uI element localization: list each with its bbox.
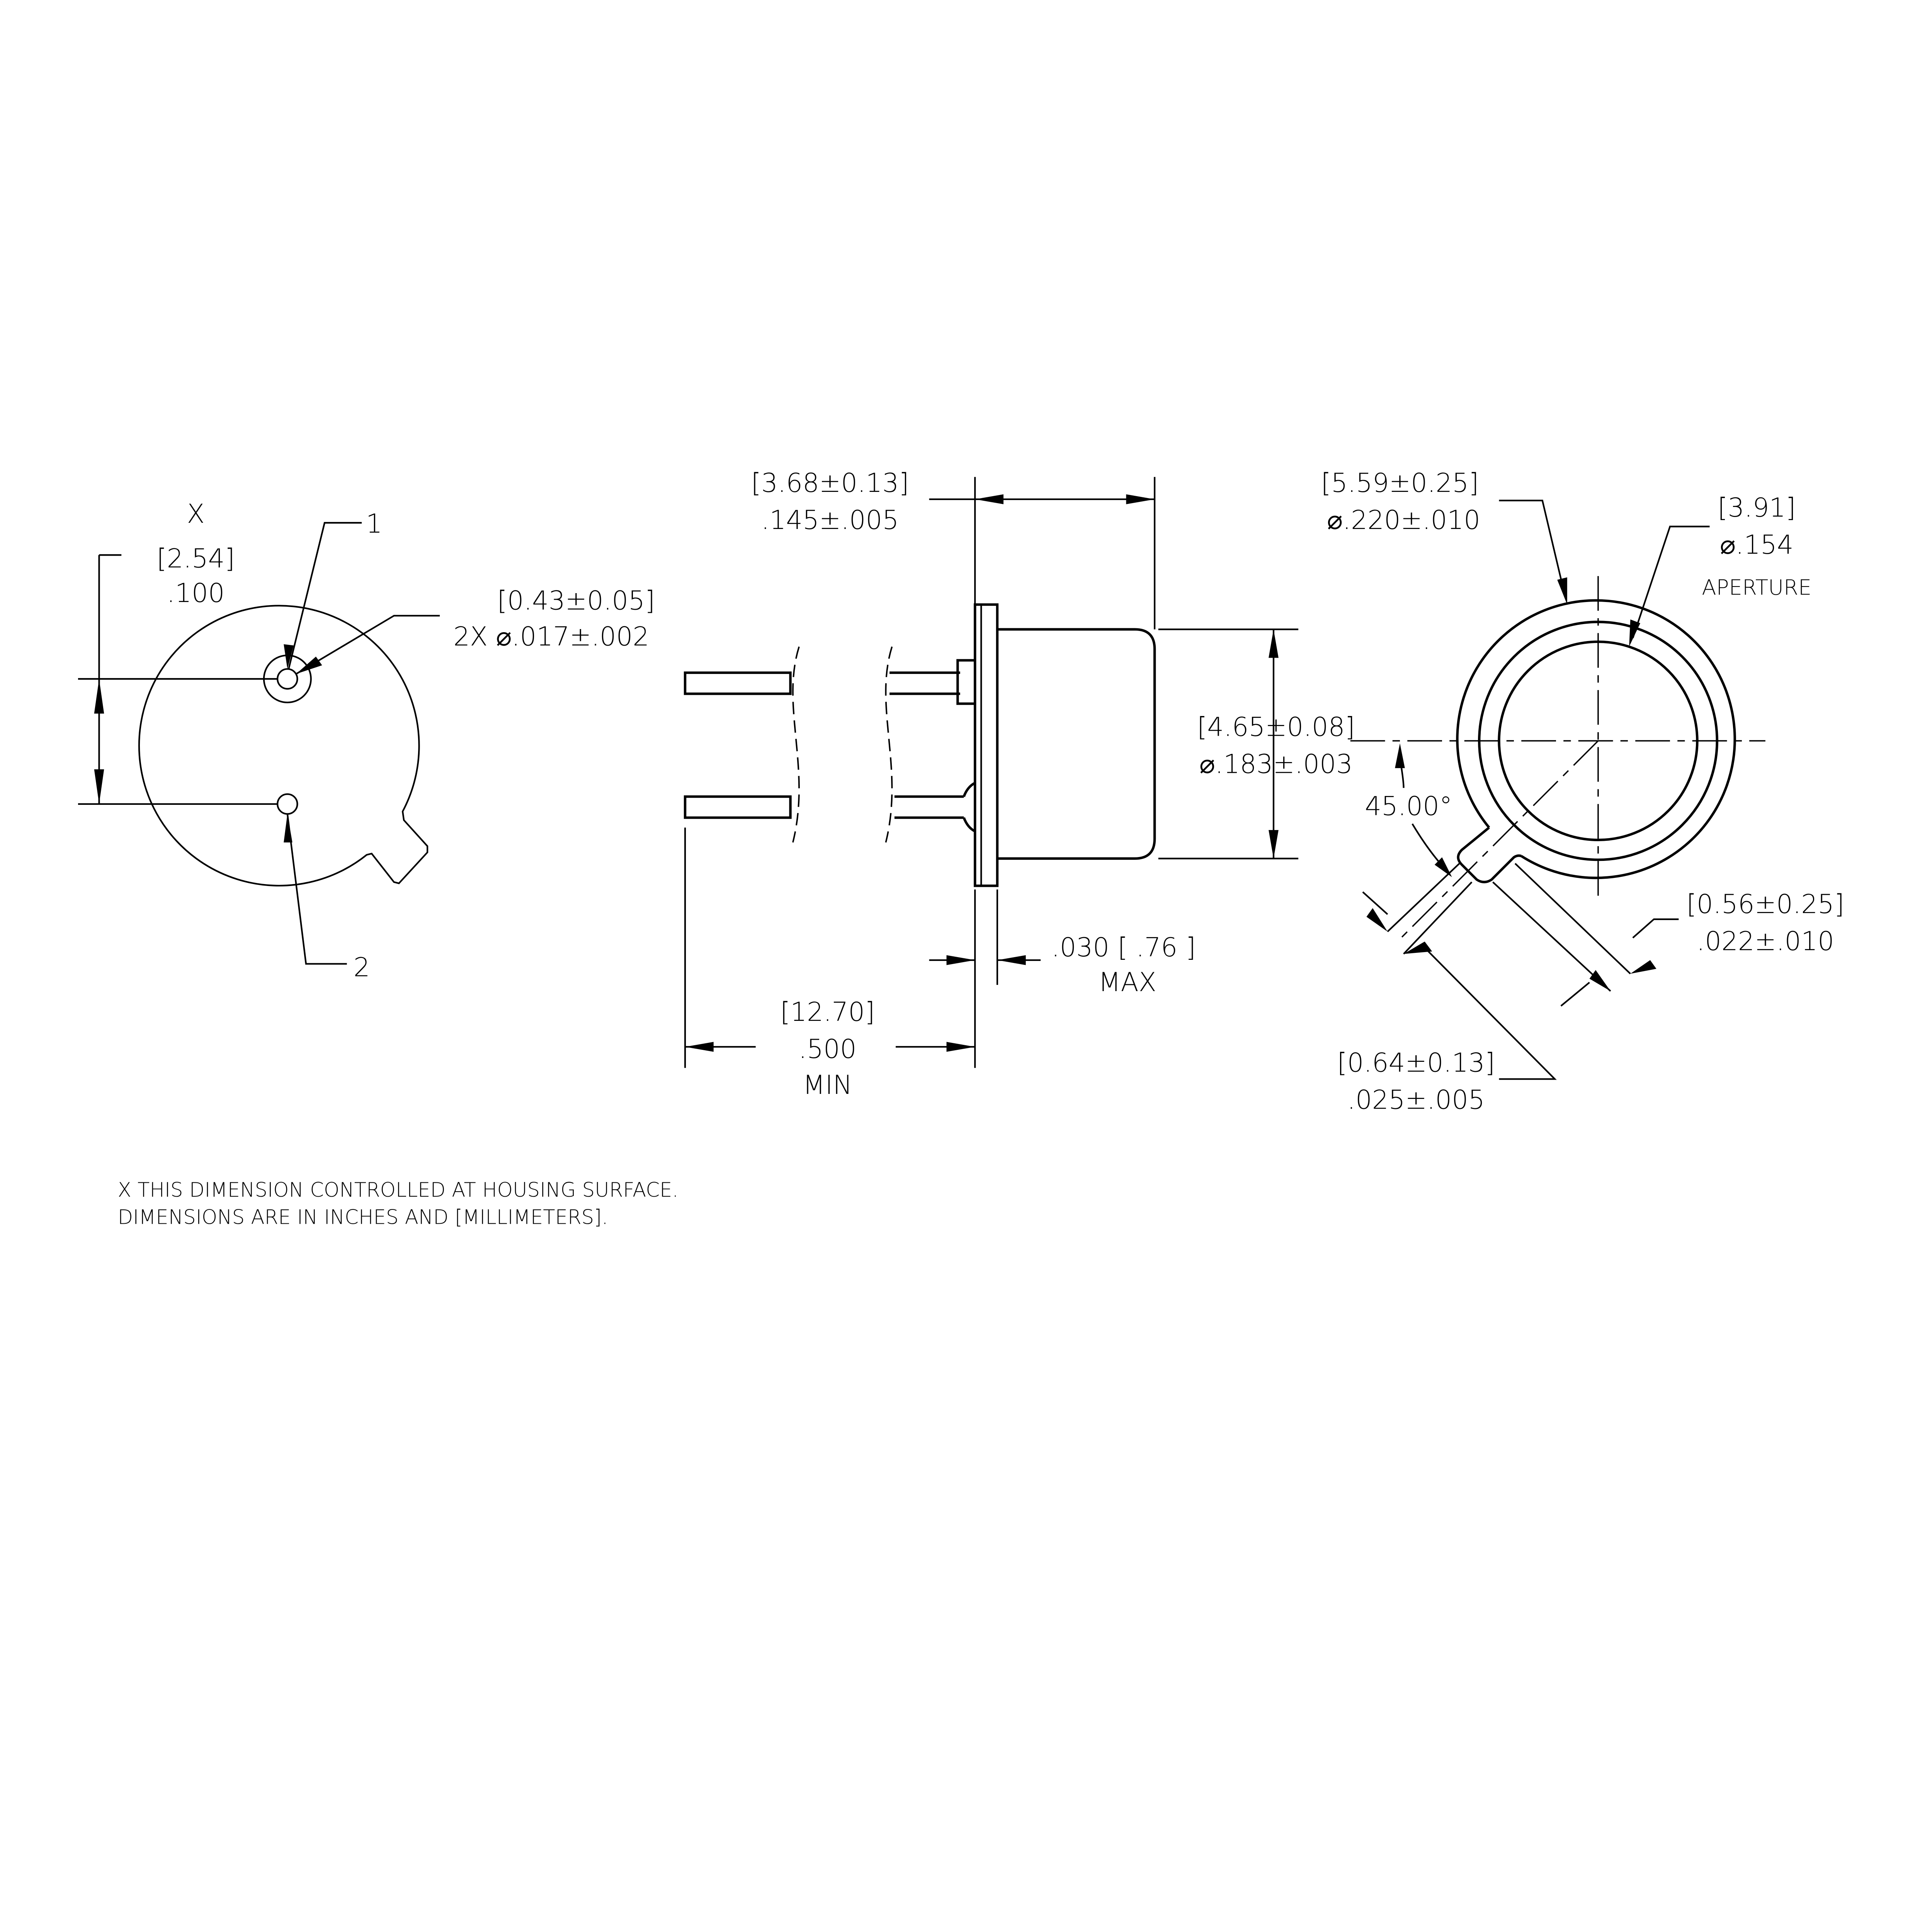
body-length-in: .145±.005: [761, 505, 899, 535]
pin-diameter-mm: [0.43±0.05]: [497, 585, 655, 616]
drawing-notes: X THIS DIMENSION CONTROLLED AT HOUSING S…: [118, 1179, 679, 1229]
lead-length-mm: [12.70]: [780, 997, 875, 1027]
pin-spacing-mm: [2.54]: [156, 543, 235, 573]
note-units: DIMENSIONS ARE IN INCHES AND [MILLIMETER…: [118, 1206, 608, 1229]
pin-diameter-in: 2X ⌀.017±.002: [453, 621, 649, 651]
technical-drawing: X [2.54] .100 1 2 [0.43±0.05] 2X ⌀.017±.…: [78, 468, 1845, 1229]
tab-outline: [1457, 827, 1522, 883]
pin2-label: 2: [354, 952, 370, 982]
bottom-view: X [2.54] .100 1 2 [0.43±0.05] 2X ⌀.017±.…: [78, 499, 655, 982]
body-diameter-mm: [4.65±0.08]: [1197, 712, 1355, 742]
aperture-diameter-mm: [3.91]: [1718, 493, 1796, 523]
body-diameter-in: ⌀.183±.003: [1199, 749, 1353, 779]
flange-thickness: .030 [ .76 ]: [1051, 932, 1196, 963]
aperture-diameter-in: ⌀.154: [1720, 530, 1793, 560]
tab-length-in: .022±.010: [1697, 926, 1834, 956]
break-line-right: [885, 646, 893, 843]
housing-outline: [138, 605, 429, 887]
flange-diameter-mm: [5.59±0.25]: [1321, 468, 1479, 498]
body-length-mm: [3.68±0.13]: [751, 468, 909, 498]
pin1-label: 1: [366, 509, 383, 539]
flange: [974, 603, 999, 887]
flange-thickness-qualifier: MAX: [1098, 967, 1156, 997]
lead-lower: [684, 795, 792, 819]
aperture-label: APERTURE: [1702, 575, 1811, 600]
note-basic-dimension: X THIS DIMENSION CONTROLLED AT HOUSING S…: [118, 1179, 679, 1202]
body: [997, 628, 1156, 860]
basic-dimension-marker: X: [187, 499, 205, 529]
aperture: [1498, 640, 1699, 841]
flange-diameter-in: ⌀.220±.010: [1327, 505, 1480, 535]
lead-length-in: .500: [799, 1034, 857, 1064]
cap-outline: [1478, 621, 1718, 861]
break-line-left: [792, 646, 800, 843]
side-view: [3.68±0.13] .145±.005 [4.65±0.08] ⌀.183±…: [684, 468, 1355, 1100]
pin-spacing-in: .100: [167, 578, 225, 608]
tab-angle: 45.00°: [1365, 791, 1452, 821]
front-view: 45.00° [5.59±0.25] ⌀.220±.010 [3.91] ⌀.1…: [1321, 468, 1845, 1115]
lead-length-qualifier: MIN: [803, 1070, 852, 1100]
lead-upper: [684, 671, 792, 695]
flange-outline: [1456, 599, 1736, 879]
tab-width-in: .025±.005: [1347, 1085, 1485, 1115]
tab-length-mm: [0.56±0.25]: [1686, 889, 1844, 919]
tab-width-mm: [0.64±0.13]: [1337, 1048, 1495, 1078]
